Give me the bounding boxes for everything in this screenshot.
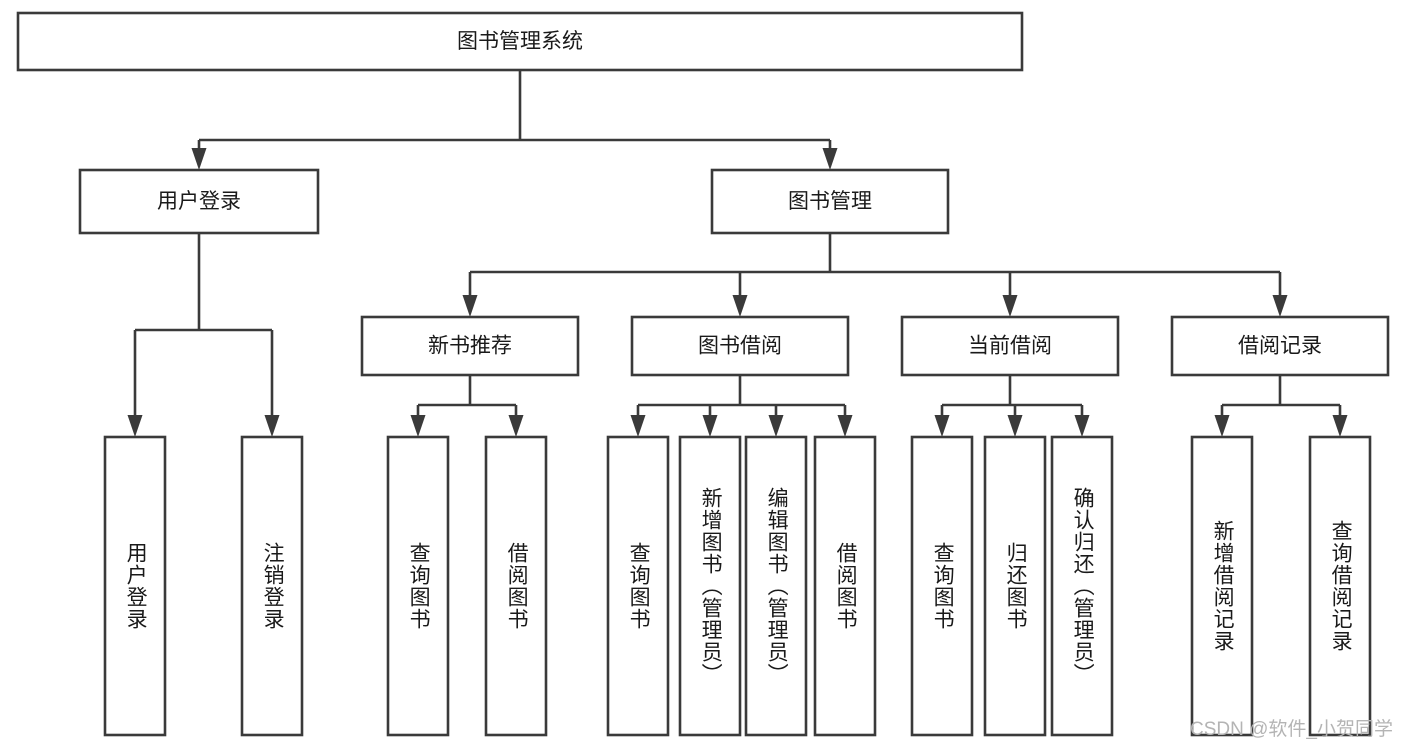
node-leaf-4[interactable]: [606, 435, 670, 737]
node-level2-1-rect: [710, 168, 950, 235]
group-0-branch-0-arrowhead: [127, 415, 143, 437]
node-level3-0[interactable]: 新书推荐: [360, 315, 580, 377]
node-leaf-5[interactable]: [678, 435, 742, 737]
group-1-branch-1-arrowhead: [508, 415, 524, 437]
node-level3-1[interactable]: 图书借阅: [630, 315, 850, 377]
node-level2-0[interactable]: 用户登录: [78, 168, 320, 235]
node-leaf-7[interactable]: [813, 435, 877, 737]
node-leaf-10[interactable]: [1050, 435, 1114, 737]
management-branch-1-arrowhead: [732, 295, 748, 317]
node-level3-2-label: 当前借阅: [968, 335, 1052, 358]
node-level3-2[interactable]: 当前借阅: [900, 315, 1120, 377]
connector-layer: [127, 70, 1348, 437]
node-level2-1-label: 图书管理: [788, 190, 872, 213]
group-2-branch-1-arrowhead: [702, 415, 718, 437]
node-leaf-0[interactable]: [103, 435, 167, 737]
group-2-branch-0-arrowhead: [630, 415, 646, 437]
node-leaf-0-rect: [103, 435, 167, 737]
group-4-branch-1-arrowhead: [1332, 415, 1348, 437]
node-level3-0-label: 新书推荐: [428, 335, 512, 358]
group-3-branch-0-arrowhead: [934, 415, 950, 437]
management-branch-2-arrowhead: [1002, 295, 1018, 317]
node-leaf-8-rect: [910, 435, 974, 737]
node-level3-3-label: 借阅记录: [1238, 335, 1322, 358]
node-leaf-1[interactable]: [240, 435, 304, 737]
management-branch-3-arrowhead: [1272, 295, 1288, 317]
node-leaf-11-rect: [1190, 435, 1254, 737]
group-3-branch-2-arrowhead: [1074, 415, 1090, 437]
node-level3-0-rect: [360, 315, 580, 377]
node-leaf-3-rect: [484, 435, 548, 737]
group-2-branch-3-arrowhead: [837, 415, 853, 437]
group-4-branch-0-arrowhead: [1214, 415, 1230, 437]
root-branch-0-arrowhead: [191, 148, 207, 170]
node-leaf-3[interactable]: [484, 435, 548, 737]
node-level3-3-rect: [1170, 315, 1390, 377]
node-leaf-9[interactable]: [983, 435, 1047, 737]
node-leaf-6-rect: [744, 435, 808, 737]
management-branch-0-arrowhead: [462, 295, 478, 317]
node-root-label: 图书管理系统: [457, 30, 583, 53]
node-leaf-7-rect: [813, 435, 877, 737]
group-1-branch-0-arrowhead: [410, 415, 426, 437]
node-level2-0-label: 用户登录: [157, 190, 241, 213]
node-leaf-11[interactable]: [1190, 435, 1254, 737]
node-level3-1-rect: [630, 315, 850, 377]
node-leaf-4-rect: [606, 435, 670, 737]
root-branch-1-arrowhead: [822, 148, 838, 170]
node-level3-2-rect: [900, 315, 1120, 377]
node-leaf-9-rect: [983, 435, 1047, 737]
node-leaf-10-rect: [1050, 435, 1114, 737]
node-leaf-12-rect: [1308, 435, 1372, 737]
node-level3-1-label: 图书借阅: [698, 335, 782, 358]
group-0-branch-1-arrowhead: [264, 415, 280, 437]
node-leaf-12[interactable]: [1308, 435, 1372, 737]
group-2-branch-2-arrowhead: [768, 415, 784, 437]
node-root-rect: [16, 11, 1024, 72]
node-leaf-5-rect: [678, 435, 742, 737]
node-level3-3[interactable]: 借阅记录: [1170, 315, 1390, 377]
node-leaf-8[interactable]: [910, 435, 974, 737]
node-leaf-1-rect: [240, 435, 304, 737]
group-3-branch-1-arrowhead: [1007, 415, 1023, 437]
node-level2-0-rect: [78, 168, 320, 235]
node-root[interactable]: 图书管理系统: [16, 11, 1024, 72]
node-level2-1[interactable]: 图书管理: [710, 168, 950, 235]
node-leaf-2-rect: [386, 435, 450, 737]
node-leaf-2[interactable]: [386, 435, 450, 737]
node-leaf-6[interactable]: [744, 435, 808, 737]
